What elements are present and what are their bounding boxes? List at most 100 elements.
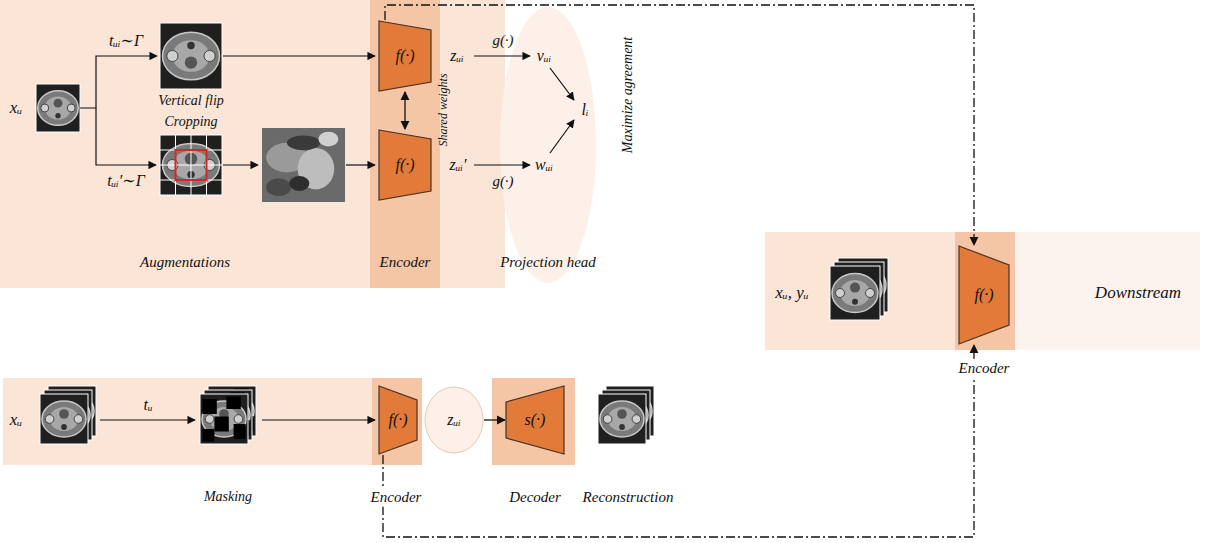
encoder-trapezoid: f(·): [958, 245, 1010, 345]
mri-slice: [40, 394, 88, 444]
caption-label: Shared weights: [437, 73, 450, 146]
slice-ground: [830, 266, 880, 320]
prostate: [617, 409, 627, 419]
slice-ground: [36, 84, 80, 132]
femoral-head: [632, 415, 641, 424]
patch-ground: [262, 128, 345, 202]
flow-arrow: [550, 68, 574, 100]
decoder-trapezoid: s(·): [505, 385, 565, 455]
flow-arrow: [474, 164, 530, 165]
math-label: zᵤᵢ: [450, 47, 463, 65]
rectum: [61, 424, 67, 430]
flow-arrow: [474, 55, 530, 56]
node-label: zᵤᵢ: [447, 411, 460, 429]
projection-head-ellipse: [500, 7, 596, 283]
decoder-band: [492, 378, 575, 465]
tissue: [266, 178, 291, 196]
mri-slice: [36, 84, 80, 132]
transfer-connector: [385, 5, 974, 245]
caption-label: Encoder: [956, 359, 1013, 378]
encoder-trapezoid: f(·): [378, 385, 418, 455]
panel-background: [0, 0, 505, 288]
caption-label: Cropping: [164, 114, 217, 129]
caption-label: Augmentations: [140, 254, 230, 271]
femoral-head: [74, 415, 83, 424]
prostate: [54, 99, 63, 108]
rectum: [619, 424, 625, 430]
math-label: zᵤᵢ′: [450, 156, 467, 174]
flow-arrow: [262, 419, 375, 420]
femoral-head: [603, 415, 612, 424]
tissue: [318, 132, 338, 147]
mask-patch: [202, 429, 214, 442]
femoral-head: [205, 415, 214, 424]
transfer-connector: [383, 345, 974, 537]
latent-ellipse: zᵤᵢ: [424, 386, 484, 454]
slice-ground: [160, 135, 222, 195]
femoral-head: [866, 289, 875, 298]
body-outline: [42, 401, 86, 437]
femoral-head: [234, 415, 243, 424]
trapezoid-outline: [379, 386, 417, 454]
panel-background: [3, 378, 372, 465]
math-label: g(·): [492, 173, 513, 190]
flow-arrow: [100, 419, 195, 420]
flow-arrow: [80, 56, 157, 108]
node-label: f(·): [388, 411, 407, 429]
mri-slice: [160, 23, 222, 89]
body-outline: [162, 32, 219, 80]
tissue: [289, 176, 309, 191]
mri-slice: [598, 394, 646, 444]
femoral-head: [45, 415, 54, 424]
encoder-trapezoid: f(·): [378, 20, 432, 92]
encoder-band: [955, 232, 1015, 350]
caption-label: Vertical flip: [158, 93, 224, 108]
math-label: tᵤᵢ∼Γ: [109, 32, 143, 50]
trapezoid-outline: [506, 386, 564, 454]
tissue: [287, 135, 320, 150]
femoral-head: [67, 104, 75, 112]
caption-label: Projection head: [500, 254, 596, 271]
slice-ground: [40, 394, 88, 444]
caption-label: Encoder: [368, 488, 425, 507]
math-label: vᵤᵢ: [537, 47, 551, 65]
femoral-head: [204, 50, 215, 61]
rectum: [55, 113, 60, 118]
connector-arrow: [404, 92, 405, 129]
ellipse-outline: [425, 387, 483, 453]
slice-ground: [598, 394, 646, 444]
math-label: tᵤᵢ′∼Γ: [107, 172, 145, 190]
encoder-band: [372, 378, 422, 465]
connector-arrow: [484, 419, 505, 420]
flow-arrow: [550, 120, 574, 153]
encoder-band: [370, 0, 440, 288]
mri-slice: [830, 266, 880, 320]
femoral-head: [41, 104, 49, 112]
mri-slice: [200, 394, 248, 444]
femoral-head: [167, 50, 178, 61]
trapezoid-outline: [379, 130, 431, 200]
caption-label: Reconstruction: [583, 489, 674, 506]
panel-background: [765, 232, 955, 350]
slice-ground: [200, 394, 248, 444]
body-outline: [832, 274, 878, 313]
math-label: xᵤ: [10, 99, 23, 118]
mask-patch: [214, 417, 228, 432]
rectum: [187, 42, 194, 49]
caption-label: Maximize agreement: [620, 37, 635, 154]
mask-patch: [202, 399, 216, 414]
panel-background: [1015, 232, 1200, 350]
mask-patch: [234, 424, 246, 439]
caption-label: Decoder: [509, 489, 561, 506]
math-label: xᵤ: [10, 411, 23, 430]
prostate: [59, 409, 69, 419]
caption-label: Encoder: [380, 254, 431, 271]
math-label: g(·): [492, 32, 513, 49]
flow-arrow: [96, 108, 156, 165]
femoral-head: [836, 289, 845, 298]
encoder-trapezoid: f(·): [378, 129, 432, 201]
trapezoid-outline: [379, 21, 431, 91]
mri-slice: [160, 135, 222, 195]
